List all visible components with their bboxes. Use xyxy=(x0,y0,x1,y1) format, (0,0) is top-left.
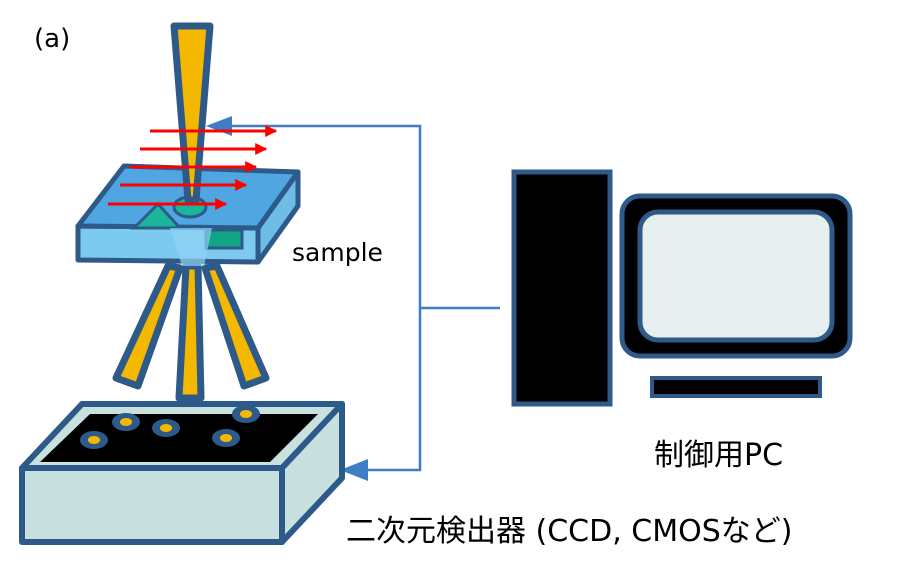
scan-arrows xyxy=(108,125,278,210)
detector-front-face xyxy=(19,465,285,545)
sample-triangle-feature xyxy=(130,201,184,230)
panel-label: (a) xyxy=(34,24,71,54)
sample-label: sample xyxy=(292,238,383,267)
beam-through-sample xyxy=(170,228,212,266)
control-pc xyxy=(511,169,853,407)
pc-label: 制御用PC xyxy=(654,438,784,473)
detector-label: 二次元検出器 (CCD, CMOSなど) xyxy=(346,514,793,549)
sample-square-feature xyxy=(204,228,244,250)
diffraction-spots xyxy=(80,405,260,449)
beam-right xyxy=(201,262,270,390)
wire-arrowhead-detector xyxy=(340,459,368,481)
pc-tower xyxy=(511,169,613,407)
connection-wires xyxy=(206,116,500,481)
wire-to-detector xyxy=(346,308,422,472)
beam-center xyxy=(175,262,205,402)
wire-arrowhead-tip xyxy=(206,116,232,136)
beam-left xyxy=(112,262,184,390)
wire-to-tip xyxy=(212,124,422,308)
detector xyxy=(19,401,345,545)
pc-screen xyxy=(637,209,835,343)
detector-sensor-face xyxy=(40,414,318,462)
pc-keyboard xyxy=(650,376,822,398)
diffracted-beams xyxy=(112,262,270,402)
incident-beam xyxy=(170,22,214,204)
